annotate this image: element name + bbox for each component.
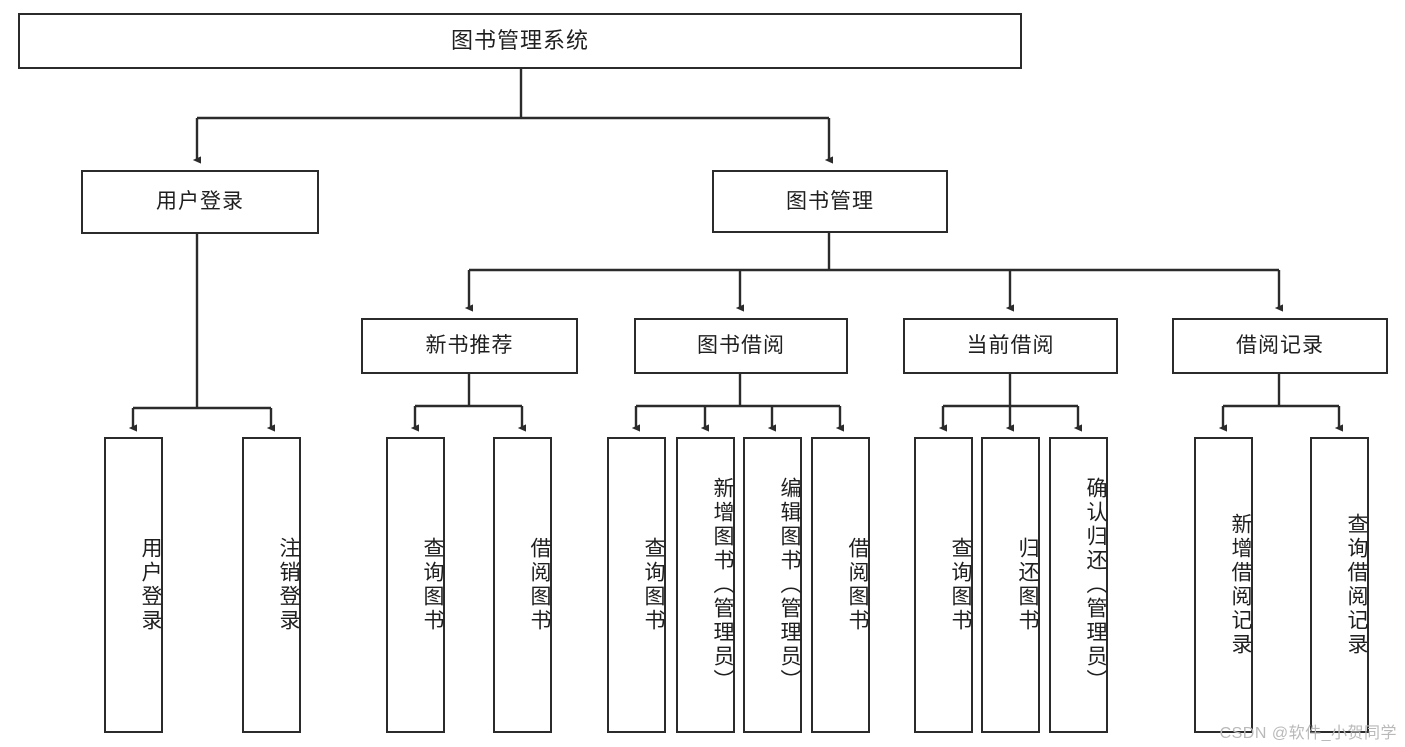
node-leaf-label: 查询借阅记录 (1345, 513, 1368, 657)
node-book-management[interactable]: 图书管理 (712, 170, 948, 233)
node-borrow-record[interactable]: 借阅记录 (1172, 318, 1388, 374)
node-leaf-label: 新增图书（管理员） (711, 477, 734, 693)
node-leaf-label: 借阅图书 (528, 537, 551, 633)
node-book-borrow-label: 图书借阅 (697, 334, 785, 358)
node-root-system-label: 图书管理系统 (450, 27, 589, 53)
node-leaf-borrow-borrow-book[interactable]: 借阅图书 (811, 437, 870, 733)
node-root-system[interactable]: 图书管理系统 (18, 13, 1022, 69)
node-current-borrow[interactable]: 当前借阅 (903, 318, 1118, 374)
node-book-management-label: 图书管理 (786, 189, 874, 213)
node-borrow-record-label: 借阅记录 (1236, 334, 1324, 358)
node-leaf-record-add[interactable]: 新增借阅记录 (1194, 437, 1253, 733)
node-leaf-label: 归还图书 (1016, 537, 1039, 633)
node-leaf-current-query[interactable]: 查询图书 (914, 437, 973, 733)
node-leaf-label: 查询图书 (642, 537, 665, 633)
node-leaf-user-login-signout[interactable]: 注销登录 (242, 437, 301, 733)
node-leaf-user-login-signin[interactable]: 用户登录 (104, 437, 163, 733)
node-leaf-label: 查询图书 (949, 537, 972, 633)
node-book-borrow[interactable]: 图书借阅 (634, 318, 848, 374)
node-user-login[interactable]: 用户登录 (81, 170, 319, 234)
node-new-book-recommend-label: 新书推荐 (425, 334, 514, 358)
node-leaf-label: 新增借阅记录 (1229, 513, 1252, 657)
node-leaf-label: 用户登录 (139, 537, 162, 633)
node-leaf-record-query[interactable]: 查询借阅记录 (1310, 437, 1369, 733)
node-leaf-current-return[interactable]: 归还图书 (981, 437, 1040, 733)
node-current-borrow-label: 当前借阅 (966, 334, 1055, 358)
node-leaf-current-confirm-return[interactable]: 确认归还（管理员） (1049, 437, 1108, 733)
node-leaf-label: 注销登录 (277, 537, 300, 633)
node-leaf-borrow-query[interactable]: 查询图书 (607, 437, 666, 733)
node-leaf-borrow-add-book[interactable]: 新增图书（管理员） (676, 437, 735, 733)
node-leaf-label: 编辑图书（管理员） (778, 477, 801, 693)
node-leaf-label: 查询图书 (421, 537, 444, 633)
node-leaf-new-book-borrow[interactable]: 借阅图书 (493, 437, 552, 733)
csdn-watermark: CSDN @软件_小贺同学 (1219, 725, 1397, 742)
node-leaf-new-book-query[interactable]: 查询图书 (386, 437, 445, 733)
node-leaf-borrow-edit-book[interactable]: 编辑图书（管理员） (743, 437, 802, 733)
node-new-book-recommend[interactable]: 新书推荐 (361, 318, 578, 374)
node-leaf-label: 借阅图书 (846, 537, 869, 633)
node-leaf-label: 确认归还（管理员） (1084, 477, 1107, 693)
node-user-login-label: 用户登录 (156, 190, 244, 214)
